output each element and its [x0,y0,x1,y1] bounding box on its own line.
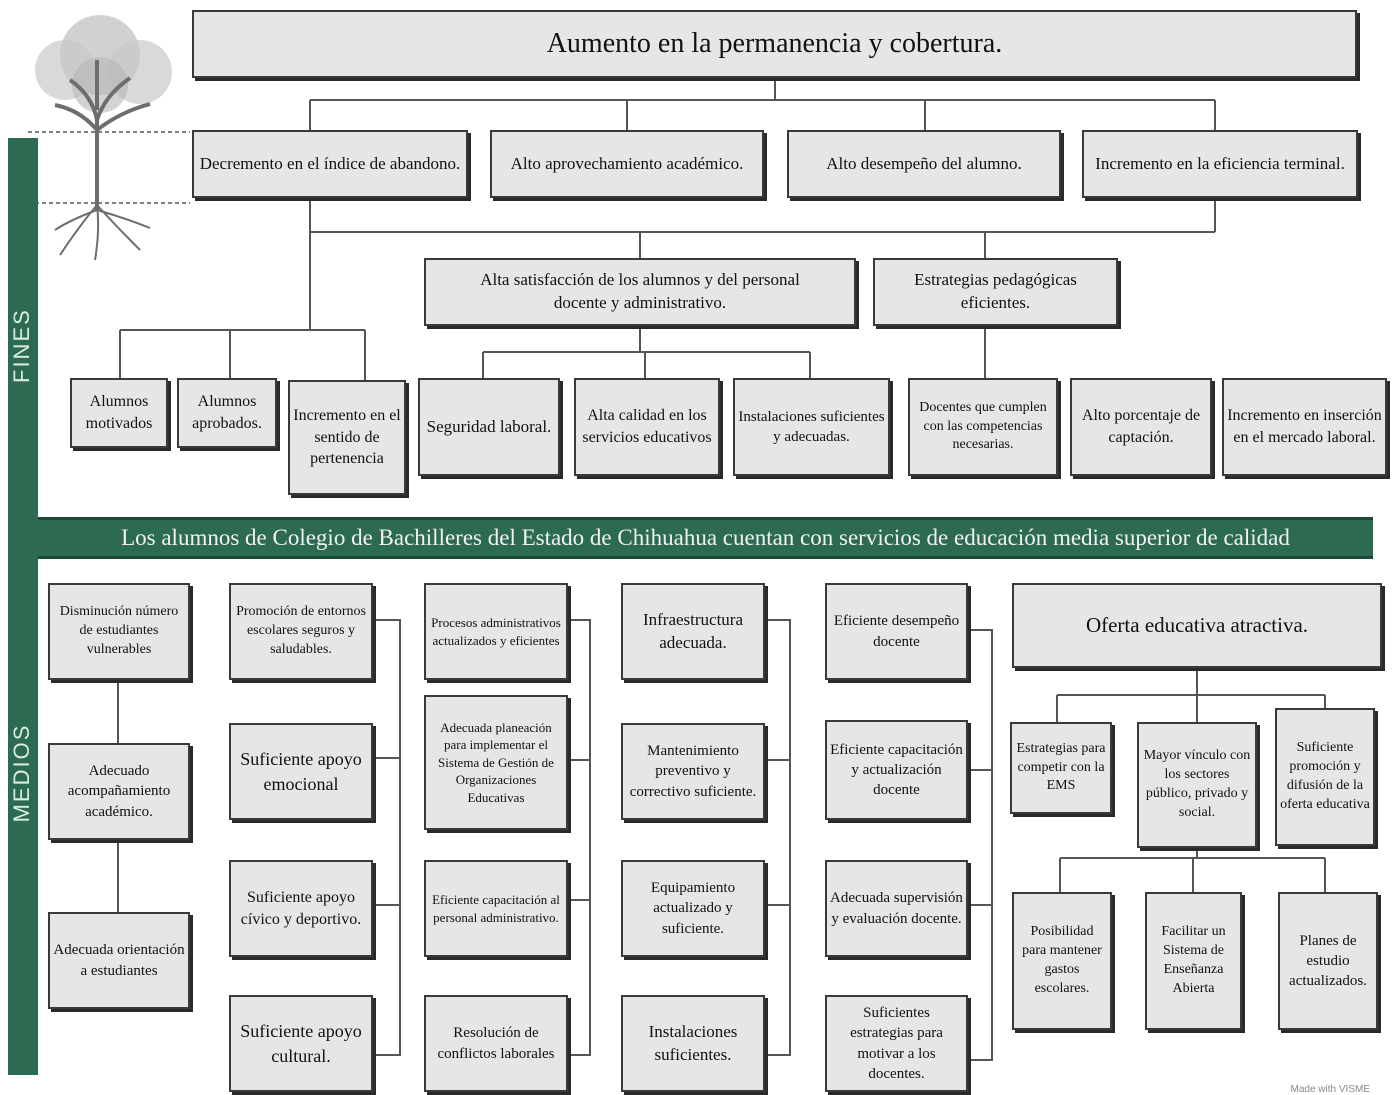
means-col4-item: Infraestructura adecuada. [621,583,765,680]
end-level3-item: Instalaciones suficientes y adecuadas. [733,378,890,476]
means-col6-row1-item: Mayor vínculo con los sectores público, … [1137,722,1257,848]
end-level1-item: Alto aprovechamiento académico. [490,130,764,198]
medios-sidebar [8,518,38,1075]
footnote: Made with VISME [1290,1084,1370,1095]
medios-label: MEDIOS [9,723,34,823]
means-col5-item: Eficiente capacitación y actualización d… [825,720,968,820]
end-level2-item: Alta satisfacción de los alumnos y del p… [424,258,856,326]
end-level3-item: Alto porcentaje de captación. [1070,378,1212,476]
means-col2-item: Promoción de entornos escolares seguros … [229,583,373,680]
end-level3-item: Alumnos aprobados. [177,378,277,448]
means-col3-item: Adecuada planeación para implementar el … [424,695,568,830]
tree-illustration [35,15,172,261]
means-col2-item: Suficiente apoyo cívico y deportivo. [229,860,373,957]
means-col6-row1-item: Suficiente promoción y difusión de la of… [1275,708,1375,846]
end-level3-item: Seguridad laboral. [418,378,560,476]
means-col4-item: Mantenimiento preventivo y correctivo su… [621,723,765,820]
end-level3-item: Docentes que cumplen con las competencia… [908,378,1058,476]
means-col2-item: Suficiente apoyo emocional [229,723,373,820]
means-col6-row2-item: Facilitar un Sistema de Enseñanza Abiert… [1145,892,1242,1030]
end-level1-item: Incremento en la eficiencia terminal. [1082,130,1358,198]
means-col5-item: Eficiente desempeño docente [825,583,968,680]
means-col2-item: Suficiente apoyo cultural. [229,995,373,1092]
end-level3-item: Incremento en inserción en el mercado la… [1222,378,1387,476]
end-level1-item: Decremento en el índice de abandono. [192,130,468,198]
means-col4-item: Instalaciones suficientes. [621,995,765,1092]
means-col1-item: Adecuado acompañamiento académico. [48,743,190,840]
means-col1-item: Adecuada orientación a estudiantes [48,912,190,1009]
central-problem-banner: Los alumnos de Colegio de Bachilleres de… [38,517,1373,559]
means-col3-item: Eficiente capacitación al personal admin… [424,860,568,957]
end-level3-item: Alta calidad en los servicios educativos [574,378,720,476]
means-col6-row1-item: Estrategias para competir con la EMS [1010,722,1112,814]
end-level1-item: Alto desempeño del alumno. [787,130,1061,198]
means-col6-row2-item: Planes de estudio actualizados. [1278,892,1378,1030]
means-col5-item: Suficientes estrategias para motivar a l… [825,995,968,1092]
means-col4-item: Equipamiento actualizado y suficiente. [621,860,765,957]
end-level2-item: Estrategias pedagógicas eficientes. [873,258,1118,326]
fines-label: FINES [9,308,34,383]
fines-sidebar [8,138,38,518]
means-col6-row2-item: Posibilidad para mantener gastos escolar… [1012,892,1112,1030]
means-col3-item: Resolución de conflictos laborales [424,995,568,1092]
end-level3-item: Incremento en el sentido de pertenencia [288,380,406,495]
goal-box: Aumento en la permanencia y cobertura. [192,10,1357,78]
means-col1-item: Disminución número de estudiantes vulner… [48,583,190,680]
means-col6-head: Oferta educativa atractiva. [1012,583,1382,668]
end-level3-item: Alumnos motivados [70,378,168,448]
means-col5-item: Adecuada supervisión y evaluación docent… [825,860,968,957]
means-col3-item: Procesos administrativos actualizados y … [424,583,568,680]
